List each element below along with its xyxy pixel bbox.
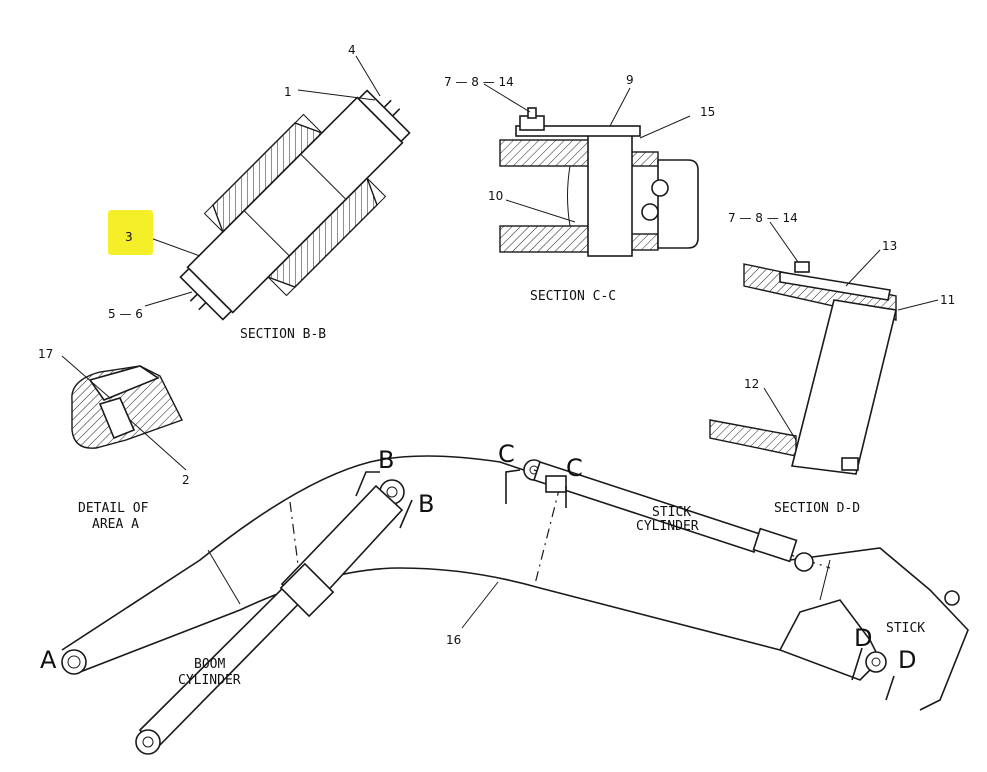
detail-a-title-line2: AREA A — [92, 517, 139, 532]
boom-cylinder-label-line1: BOOM — [194, 657, 225, 672]
callout-4[interactable]: 4 — [348, 43, 356, 57]
boom-cylinder — [135, 484, 404, 755]
marker-d-1: D — [854, 624, 872, 652]
callout-12[interactable]: 12 — [744, 377, 759, 391]
callout-5-6[interactable]: 5 — 6 — [108, 307, 143, 321]
boom-assembly — [61, 455, 969, 711]
callout-7-8-14-right[interactable]: 7 — 8 — 14 — [728, 211, 798, 225]
detail-a-drawing — [61, 355, 187, 471]
marker-a: A — [40, 646, 57, 674]
section-dd-drawing — [709, 221, 939, 475]
marker-d-2: D — [898, 646, 916, 674]
section-cc-drawing — [483, 83, 699, 257]
boom-cylinder-label-line2: CYLINDER — [178, 673, 241, 688]
stick-cylinder-label-line2: CYLINDER — [636, 519, 699, 534]
marker-b-1: B — [378, 446, 394, 474]
section-bb-drawing — [144, 55, 411, 321]
detail-a-title-line1: DETAIL OF — [78, 501, 149, 516]
highlight-callout-3 — [108, 210, 153, 255]
section-arrows — [355, 469, 895, 701]
callout-17[interactable]: 17 — [38, 347, 53, 361]
callout-7-8-14-top[interactable]: 7 — 8 — 14 — [444, 75, 514, 89]
marker-c-1: C — [498, 440, 515, 468]
stick-label: STICK — [886, 621, 925, 636]
marker-b-2: B — [418, 490, 434, 518]
callout-1[interactable]: 1 — [284, 85, 292, 99]
callout-10[interactable]: 10 — [488, 189, 503, 203]
section-cc-title: SECTION C-C — [530, 289, 616, 304]
callout-15[interactable]: 15 — [700, 105, 715, 119]
callout-13[interactable]: 13 — [882, 239, 897, 253]
callout-3[interactable]: 3 — [125, 230, 133, 244]
leader-16 — [461, 581, 499, 629]
callout-9[interactable]: 9 — [626, 73, 634, 87]
callout-11[interactable]: 11 — [940, 293, 955, 307]
callout-16[interactable]: 16 — [446, 633, 461, 647]
marker-c-2: C — [566, 454, 583, 482]
callout-2[interactable]: 2 — [182, 473, 190, 487]
stick-cylinder-label-line1: STICK — [652, 505, 691, 520]
section-dd-title: SECTION D-D — [774, 501, 860, 516]
section-bb-title: SECTION B-B — [240, 327, 326, 342]
stick-cylinder — [532, 460, 831, 572]
